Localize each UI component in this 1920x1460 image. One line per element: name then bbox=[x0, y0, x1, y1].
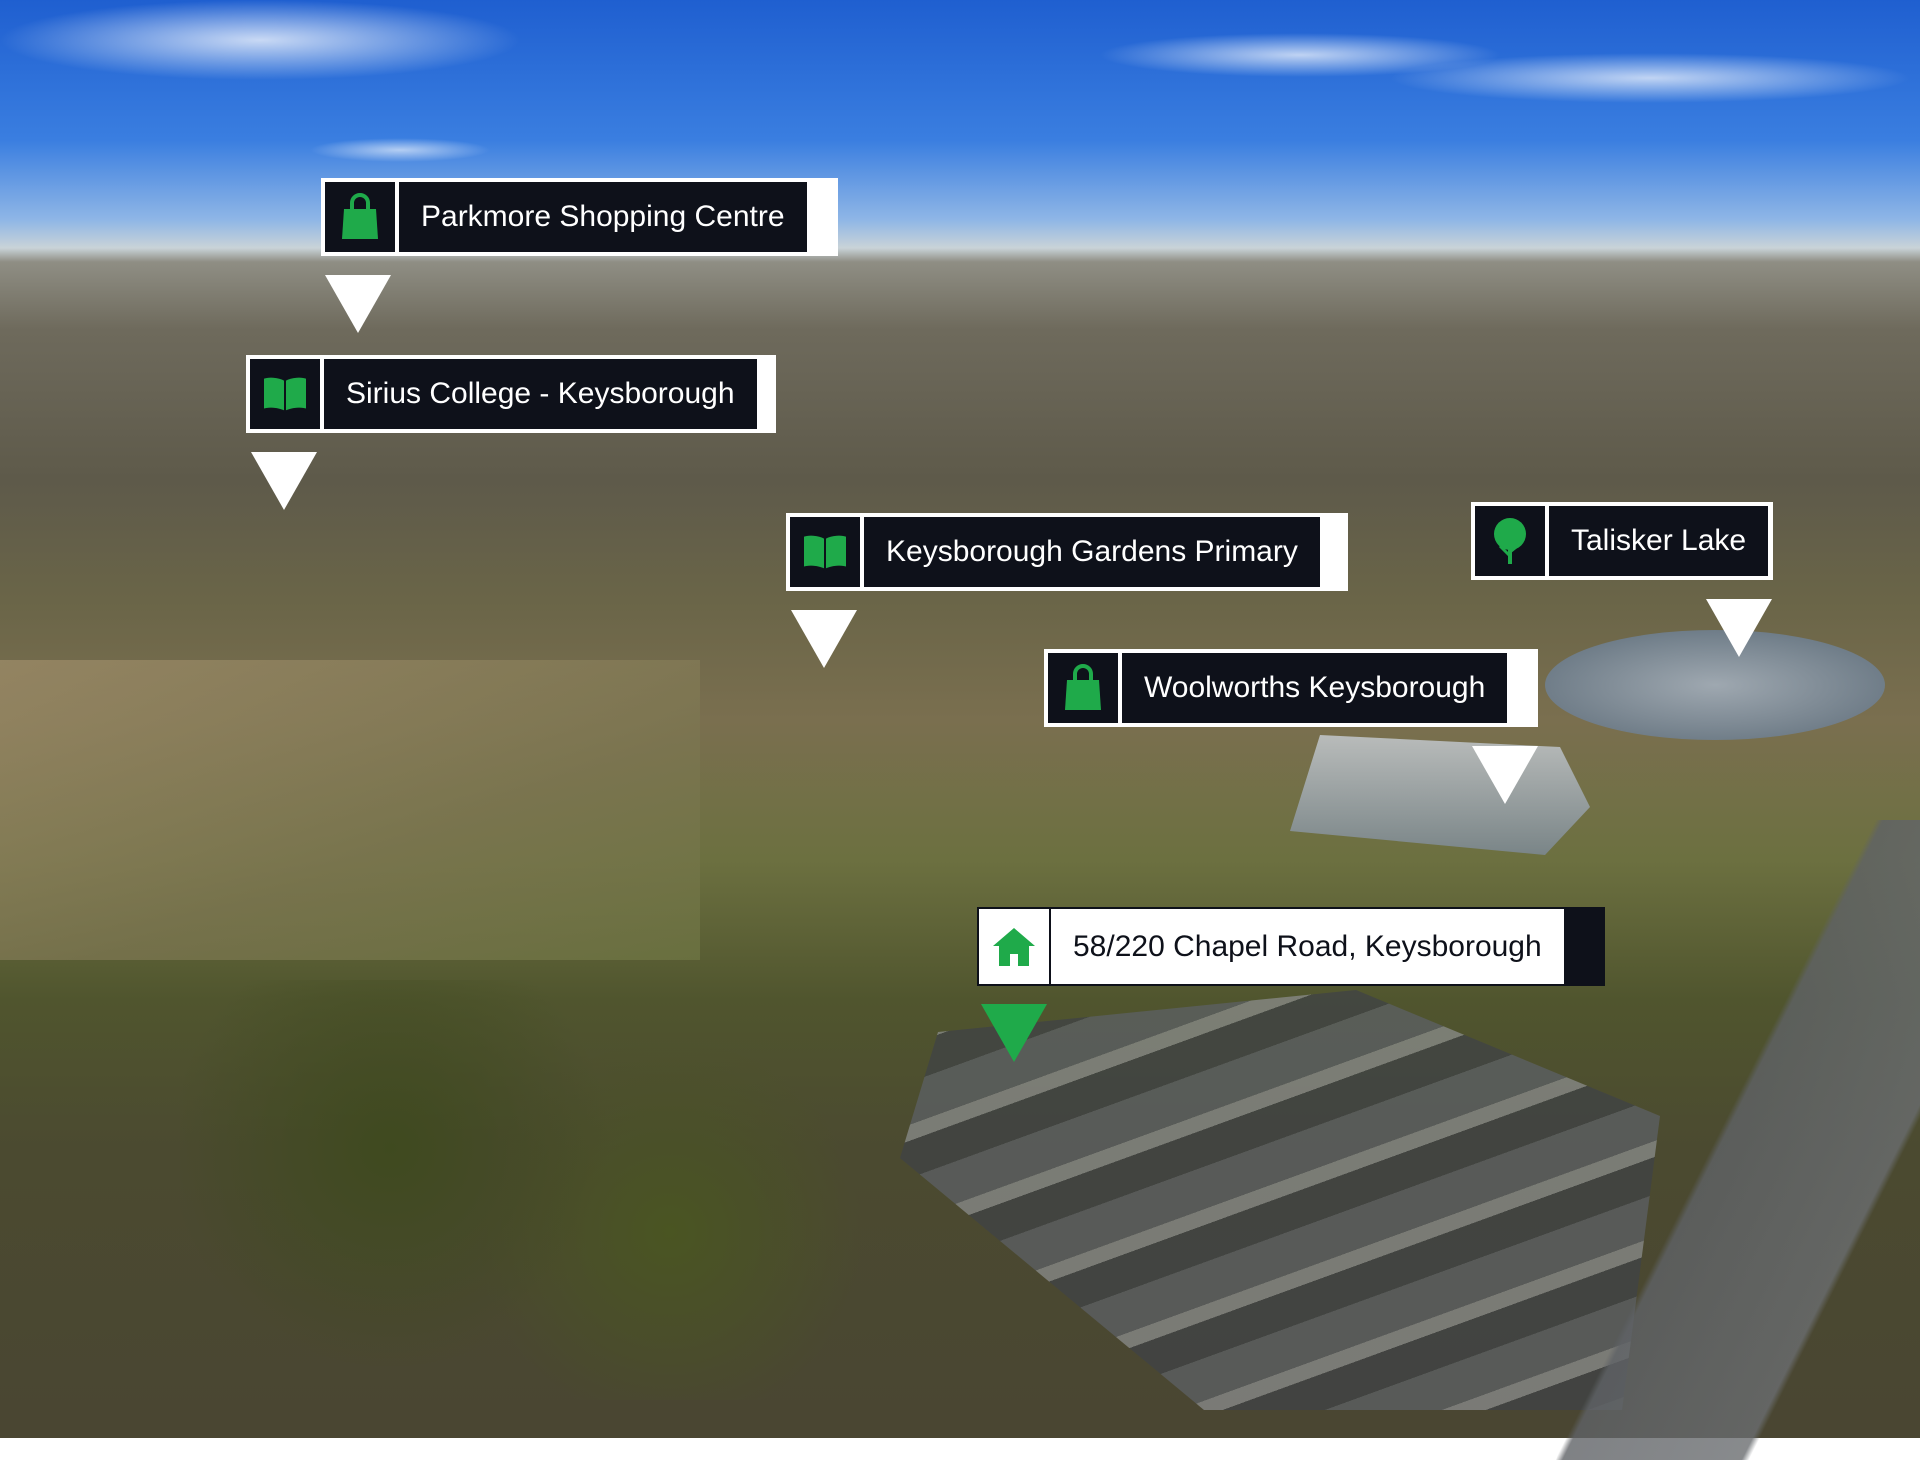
marker-label: 58/220 Chapel Road, Keysborough bbox=[1051, 909, 1564, 984]
marker-property-address: 58/220 Chapel Road, Keysborough bbox=[977, 907, 1605, 986]
marker-pointer bbox=[981, 1004, 1047, 1062]
marker-pointer bbox=[251, 452, 317, 510]
marker-pointer bbox=[791, 610, 857, 668]
marker-label: Woolworths Keysborough bbox=[1122, 653, 1508, 723]
shopping-bag-icon bbox=[1048, 653, 1118, 723]
marker-pointer bbox=[325, 275, 391, 333]
marker-pointer bbox=[1706, 599, 1772, 657]
shopping-bag-icon bbox=[325, 182, 395, 252]
home-icon bbox=[979, 909, 1049, 984]
marker-label: Keysborough Gardens Primary bbox=[864, 517, 1320, 587]
marker-label: Parkmore Shopping Centre bbox=[399, 182, 807, 252]
trees bbox=[180, 980, 880, 1400]
marker-pointer bbox=[1472, 746, 1538, 804]
book-icon bbox=[250, 359, 320, 429]
marker-label: Sirius College - Keysborough bbox=[324, 359, 757, 429]
marker-talisker-lake: Talisker Lake bbox=[1471, 502, 1773, 580]
open-field bbox=[0, 660, 700, 960]
marker-sirius-college: Sirius College - Keysborough bbox=[246, 355, 776, 433]
marker-woolworths-keysborough: Woolworths Keysborough bbox=[1044, 649, 1538, 727]
marker-parkmore-shopping-centre: Parkmore Shopping Centre bbox=[321, 178, 838, 256]
shopping-centre-building bbox=[1290, 735, 1590, 855]
book-icon bbox=[790, 517, 860, 587]
tree-icon bbox=[1475, 506, 1545, 576]
marker-keysborough-gardens-primary: Keysborough Gardens Primary bbox=[786, 513, 1348, 591]
marker-label: Talisker Lake bbox=[1549, 506, 1769, 576]
